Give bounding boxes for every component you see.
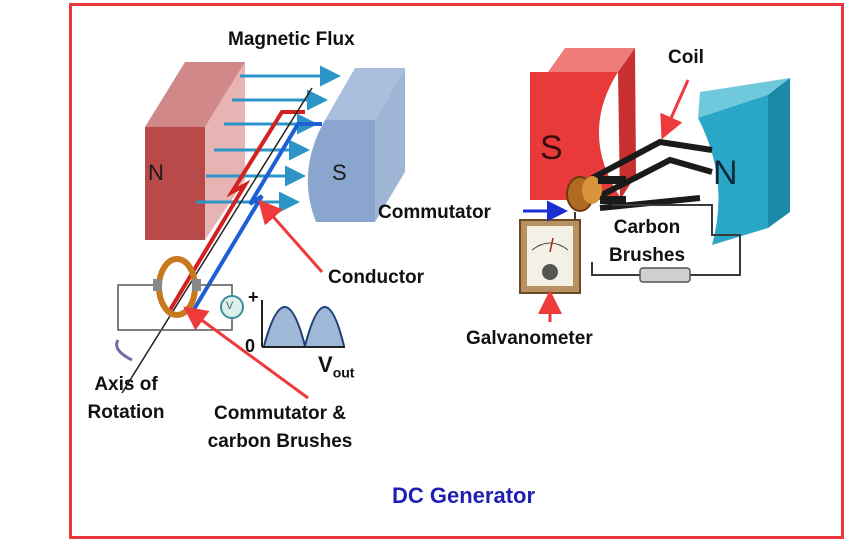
external-circuit: [117, 284, 233, 331]
commutator-label-right: Commutator: [378, 202, 491, 223]
commutator-right: [566, 176, 626, 212]
commutator-brushes-label: Commutator & carbon Brushes: [180, 403, 380, 453]
red-conductor: [168, 110, 305, 312]
coil: [583, 138, 713, 211]
vout-label: Vout: [318, 354, 354, 383]
commutator-label-line2: carbon Brushes: [207, 431, 353, 452]
commutator-ring: [153, 256, 201, 318]
coil-label: Coil: [668, 47, 704, 68]
conductor-loop: [168, 110, 322, 318]
vout-main: V: [318, 352, 333, 377]
carbon-brushes-label: Carbon Brushes: [592, 217, 702, 267]
carbon-label-line2: Brushes: [608, 245, 686, 266]
diagram-title: DC Generator: [392, 483, 536, 508]
output-waveform: [261, 300, 345, 348]
commutator-arrow-left: [183, 306, 309, 400]
axis-of-rotation-label: Axis of Rotation: [76, 374, 176, 424]
axis-label-line2: Rotation: [87, 402, 165, 423]
rotation-axis: [121, 87, 313, 394]
galvanometer: [519, 219, 581, 294]
vout-subscript: out: [332, 364, 355, 381]
north-pole-label-right: N: [713, 154, 738, 192]
coil-arrow: [660, 79, 690, 140]
commutator-label-line1: Commutator &: [214, 403, 346, 424]
waveform-plus-label: +: [248, 287, 259, 307]
waveform-zero-label: 0: [245, 336, 256, 356]
voltmeter: [220, 295, 244, 319]
diagram-border: [69, 3, 844, 539]
conductor-arrow: [258, 199, 324, 273]
conductor-label: Conductor: [328, 267, 425, 288]
axis-label-line1: Axis of: [94, 374, 158, 395]
voltmeter-label: V: [226, 300, 234, 312]
north-pole-label-left: N: [148, 160, 164, 185]
blue-conductor: [188, 122, 322, 318]
south-pole-label-right: S: [540, 129, 563, 167]
south-magnet-left: [307, 68, 405, 222]
galvanometer-label: Galvanometer: [466, 328, 593, 349]
resistor: [639, 267, 691, 283]
magnetic-flux-label: Magnetic Flux: [228, 29, 355, 50]
carbon-label-line1: Carbon: [613, 217, 681, 238]
rotation-arrow-icon: [115, 339, 133, 362]
south-pole-label-left: S: [332, 160, 347, 185]
north-magnet-right: [698, 78, 790, 245]
